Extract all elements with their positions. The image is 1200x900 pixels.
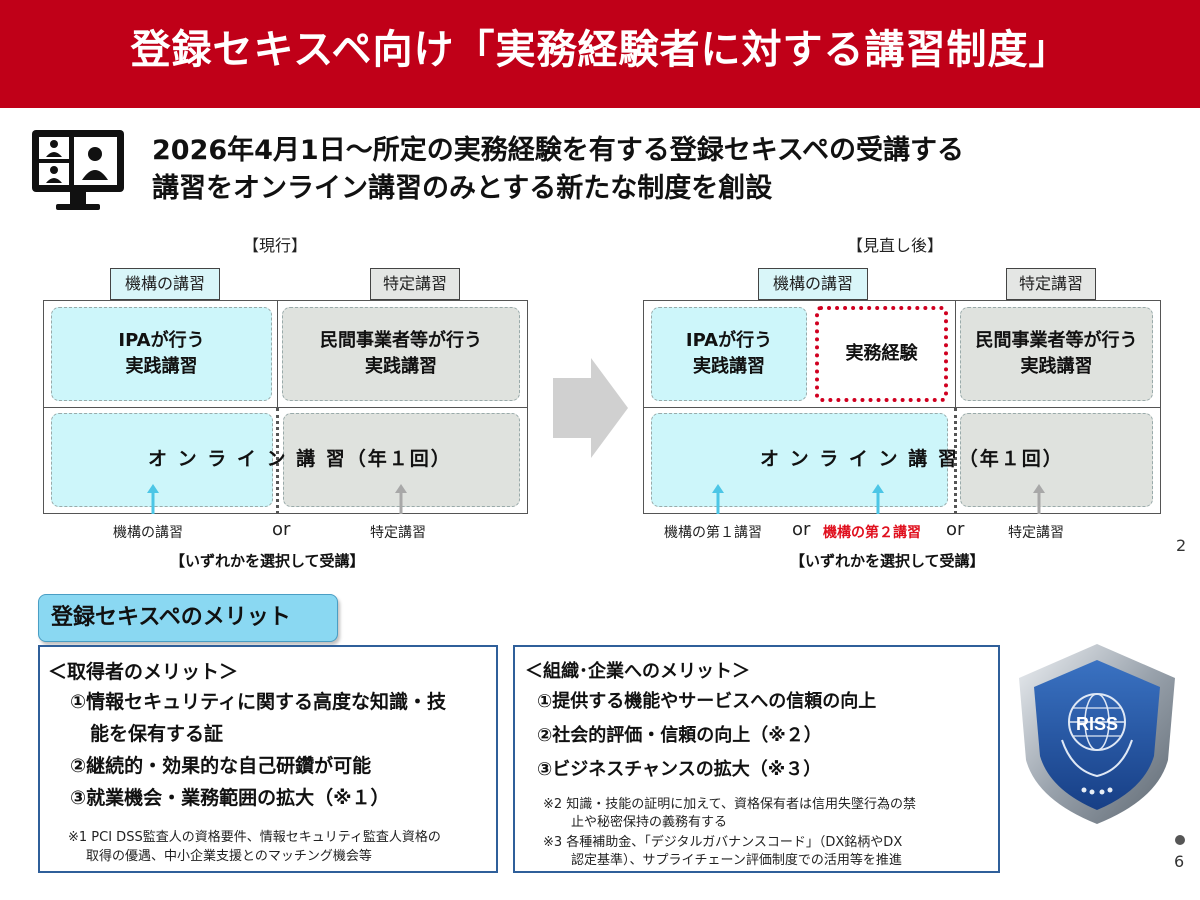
current-tag-org-course: 機構の講習 — [110, 268, 220, 300]
current-label-org-course: 機構の講習 — [113, 525, 183, 541]
current-cell-private-practice: 民間事業者等が行う 実践講習 — [282, 307, 520, 401]
riss-emblem-text: RISS — [1076, 714, 1118, 734]
riss-shield-emblem-icon: RISS — [1019, 644, 1175, 824]
revised-choose-note: 【いずれかを選択して受講】 — [790, 552, 985, 570]
revised-table-dotted-divider — [954, 408, 957, 514]
org-merit-item-3: ③ビジネスチャンスの拡大（※３） — [537, 759, 822, 780]
revised-tag-org-course: 機構の講習 — [758, 268, 868, 300]
org-merit-item-1: ①提供する機能やサービスへの信頼の向上 — [537, 691, 877, 712]
current-table-column-divider — [277, 300, 278, 408]
org-merit-note-2a: ※2 知識・技能の証明に加えて、資格保有者は信用失墜行為の禁 — [543, 797, 916, 812]
revised-cell-online-org — [651, 413, 948, 507]
holder-merit-item-1b: 能を保有する証 — [90, 723, 224, 745]
holder-merit-item-3: ③就業機会・業務範囲の拡大（※１） — [70, 787, 390, 809]
revised-table-divider — [643, 407, 1161, 408]
org-merit-item-2: ②社会的評価・信頼の向上（※２） — [537, 725, 822, 746]
current-table-dotted-divider — [276, 408, 279, 514]
headline-line-2: 講習をオンライン講習のみとする新たな制度を創設 — [152, 173, 773, 204]
online-meeting-monitor-icon — [32, 130, 124, 210]
merit-section-title: 登録セキスペのメリット — [38, 594, 338, 642]
revised-cell-private-practice: 民間事業者等が行う 実践講習 — [960, 307, 1153, 401]
revised-or-1: or — [792, 519, 811, 540]
holder-merit-box: ＜取得者のメリット＞ ①情報セキュリティに関する高度な知識・技 能を保有する証 … — [38, 645, 498, 873]
org-merit-note-3b: 認定基準）、サプライチェーン評価制度での活用等を推進 — [571, 853, 902, 868]
up-arrow-icon — [1033, 484, 1045, 514]
revised-cell-work-experience: 実務経験 — [815, 306, 948, 402]
slide-marker-icon — [1175, 835, 1185, 845]
up-arrow-icon — [712, 484, 724, 514]
headline: 2026年4月1日～所定の実務経験を有する登録セキスペの受講する 講習をオンライ… — [152, 132, 1152, 208]
current-online-course-label: オ ン ラ イ ン 講 習（年１回） — [148, 448, 452, 470]
current-tag-specific-course: 特定講習 — [370, 268, 460, 300]
up-arrow-icon — [147, 484, 159, 514]
revised-label-second-course: 機構の第２講習 — [823, 525, 921, 541]
current-cell-online-org — [51, 413, 273, 507]
page-number-upper: 2 — [1176, 536, 1187, 555]
up-arrow-icon — [872, 484, 884, 514]
revised-cell-online-specific — [960, 413, 1153, 507]
holder-merit-note-1b: 取得の優遇、中小企業支援とのマッチング機会等 — [86, 849, 372, 864]
org-merit-heading: ＜組織･企業へのメリット＞ — [525, 661, 750, 682]
current-choose-note: 【いずれかを選択して受講】 — [170, 552, 365, 570]
holder-merit-item-2: ②継続的・効果的な自己研鑽が可能 — [70, 755, 372, 777]
revised-label-specific-course: 特定講習 — [1008, 525, 1064, 541]
holder-merit-heading: ＜取得者のメリット＞ — [48, 661, 239, 683]
revised-caption: 【見直し後】 — [846, 236, 943, 255]
current-or: or — [272, 519, 291, 540]
revised-label-first-course: 機構の第１講習 — [664, 525, 762, 541]
org-merit-box: ＜組織･企業へのメリット＞ ①提供する機能やサービスへの信頼の向上 ②社会的評価… — [513, 645, 1000, 873]
current-cell-ipa-practice: IPAが行う 実践講習 — [51, 307, 272, 401]
page-number-lower: 6 — [1174, 852, 1185, 871]
org-merit-note-2b: 止や秘密保持の義務有する — [571, 815, 728, 830]
revised-tag-specific-course: 特定講習 — [1006, 268, 1096, 300]
headline-line-1: 2026年4月1日～所定の実務経験を有する登録セキスペの受講する — [152, 135, 965, 166]
current-table-divider — [43, 407, 528, 408]
org-merit-note-3a: ※3 各種補助金、「デジタルガバナンスコード」（DX銘柄やDX — [543, 835, 903, 850]
page-title: 登録セキスペ向け「実務経験者に対する講習制度」 — [130, 27, 1070, 73]
current-caption: 【現行】 — [242, 236, 307, 255]
revised-online-course-label: オ ン ラ イ ン 講 習（年１回） — [760, 448, 1064, 470]
current-label-specific-course: 特定講習 — [370, 525, 426, 541]
revised-table-column-divider — [955, 300, 956, 408]
up-arrow-icon — [395, 484, 407, 514]
holder-merit-item-1a: ①情報セキュリティに関する高度な知識・技 — [70, 691, 446, 713]
revised-cell-ipa-practice: IPAが行う 実践講習 — [651, 307, 807, 401]
header-banner — [0, 0, 1200, 108]
revised-or-2: or — [946, 519, 965, 540]
right-arrow-icon — [553, 358, 628, 458]
holder-merit-note-1a: ※1 PCI DSS監査人の資格要件、情報セキュリティ監査人資格の — [68, 830, 441, 845]
